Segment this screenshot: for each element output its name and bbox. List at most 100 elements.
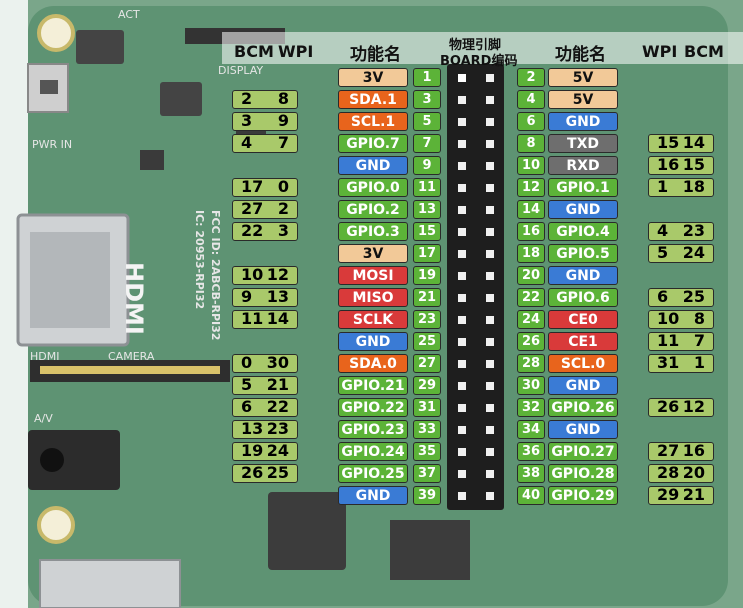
left-bcm-wpi-21-a: 9 — [241, 287, 253, 306]
hdmi-logo: HDMI — [120, 262, 148, 335]
left-bcm-wpi-35-b: 24 — [266, 441, 289, 460]
left-pin-number-23: 23 — [413, 310, 441, 329]
left-pin-number-33: 33 — [413, 420, 441, 439]
left-bcm-wpi-35-a: 19 — [241, 441, 264, 460]
left-bcm-wpi-11-a: 17 — [241, 177, 264, 196]
right-pin-name-12: GPIO.1 — [548, 178, 618, 197]
left-bcm-wpi-33-a: 13 — [241, 419, 264, 438]
left-pin-number-21: 21 — [413, 288, 441, 307]
right-wpi-bcm-18-a: 5 — [657, 243, 669, 262]
left-bcm-wpi-7-b: 7 — [277, 133, 289, 152]
right-pin-number-16: 16 — [517, 222, 545, 241]
header-pin — [486, 338, 494, 346]
left-pin-number-11: 11 — [413, 178, 441, 197]
right-pin-number-14: 14 — [517, 200, 545, 219]
left-bcm-wpi-15-b: 3 — [277, 221, 289, 240]
right-pin-number-22: 22 — [517, 288, 545, 307]
right-pin-number-40: 40 — [517, 486, 545, 505]
header-pin — [486, 382, 494, 390]
header-pin — [458, 250, 466, 258]
silk-ic: IC: 20953-RPI32 — [193, 210, 206, 310]
right-pin-number-26: 26 — [517, 332, 545, 351]
right-pin-number-38: 38 — [517, 464, 545, 483]
bottom-chip — [390, 520, 470, 580]
right-pin-name-24: CE0 — [548, 310, 618, 329]
silk-fcc: FCC ID: 2ABCB-RPI32 — [209, 210, 222, 341]
micro-usb-slot — [40, 80, 58, 94]
left-pin-name-37: GPIO.25 — [338, 464, 408, 483]
right-pin-number-12: 12 — [517, 178, 545, 197]
left-bcm-wpi-23-a: 11 — [241, 309, 264, 328]
left-pin-number-9: 9 — [413, 156, 441, 175]
header-center-line2: BOARD编码 — [440, 54, 518, 69]
header-left-bcm: BCM — [234, 42, 274, 61]
right-wpi-bcm-28-b: 1 — [693, 353, 705, 372]
right-pin-number-10: 10 — [517, 156, 545, 175]
header-pin — [458, 492, 466, 500]
right-pin-number-2: 2 — [517, 68, 545, 87]
right-wpi-bcm-40-b: 21 — [682, 485, 705, 504]
right-pin-number-6: 6 — [517, 112, 545, 131]
right-wpi-bcm-18: 5 24 — [648, 244, 714, 263]
left-pin-name-15: GPIO.3 — [338, 222, 408, 241]
hdmi-inner — [30, 232, 110, 328]
left-pin-number-1: 1 — [413, 68, 441, 87]
left-bcm-wpi-13-a: 27 — [241, 199, 264, 218]
left-pin-number-39: 39 — [413, 486, 441, 505]
left-pin-number-15: 15 — [413, 222, 441, 241]
left-pin-name-29: GPIO.21 — [338, 376, 408, 395]
left-bcm-wpi-5-a: 3 — [241, 111, 253, 130]
right-pin-number-34: 34 — [517, 420, 545, 439]
audio-hole — [40, 448, 64, 472]
left-pin-name-11: GPIO.0 — [338, 178, 408, 197]
right-pin-number-28: 28 — [517, 354, 545, 373]
right-wpi-bcm-18-b: 24 — [682, 243, 705, 262]
header-right-bcm: BCM — [684, 42, 724, 61]
header-pin — [458, 96, 466, 104]
right-pin-name-36: GPIO.27 — [548, 442, 618, 461]
header-left-wpi: WPI — [278, 42, 314, 61]
header-pin — [458, 228, 466, 236]
left-bcm-wpi-33-b: 23 — [266, 419, 289, 438]
header-pin — [486, 404, 494, 412]
right-wpi-bcm-8-b: 14 — [682, 133, 705, 152]
left-pin-name-17: 3V — [338, 244, 408, 263]
right-pin-name-18: GPIO.5 — [548, 244, 618, 263]
header-center-line1: 物理引脚 — [449, 38, 502, 53]
left-bcm-wpi-29-a: 5 — [241, 375, 253, 394]
right-wpi-bcm-36-b: 16 — [682, 441, 705, 460]
header-pin — [458, 338, 466, 346]
header-pin — [458, 404, 466, 412]
left-pin-number-19: 19 — [413, 266, 441, 285]
left-pin-name-19: MOSI — [338, 266, 408, 285]
right-wpi-bcm-22-a: 6 — [657, 287, 669, 306]
header-pin — [486, 206, 494, 214]
header-pin — [458, 382, 466, 390]
left-pin-number-13: 13 — [413, 200, 441, 219]
smd-small-1 — [140, 150, 164, 170]
usb-port-bottom — [39, 559, 181, 608]
right-wpi-bcm-32-b: 12 — [682, 397, 705, 416]
silk-hdmi: HDMI — [30, 350, 60, 363]
header-pin — [458, 184, 466, 192]
left-bcm-wpi-29-b: 21 — [266, 375, 289, 394]
left-pin-name-33: GPIO.23 — [338, 420, 408, 439]
left-pin-name-5: SCL.1 — [338, 112, 408, 131]
gpio-header — [447, 64, 504, 510]
header-right-wpi: WPI — [642, 42, 678, 61]
right-pin-number-30: 30 — [517, 376, 545, 395]
left-bcm-wpi-3-b: 8 — [277, 89, 289, 108]
left-pin-number-17: 17 — [413, 244, 441, 263]
right-wpi-bcm-16-b: 23 — [682, 221, 705, 240]
left-bcm-wpi-5-b: 9 — [277, 111, 289, 130]
header-pin — [458, 206, 466, 214]
header-pin — [458, 162, 466, 170]
header-pin — [486, 360, 494, 368]
right-pin-number-36: 36 — [517, 442, 545, 461]
camera-connector-strip — [40, 366, 220, 374]
